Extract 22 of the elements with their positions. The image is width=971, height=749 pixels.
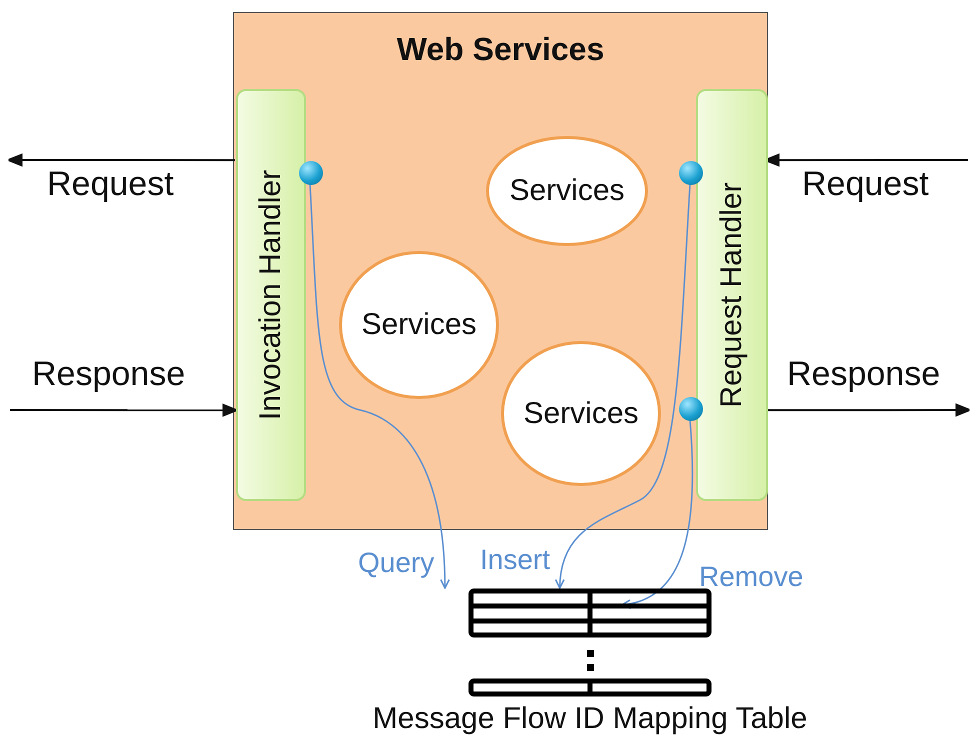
service-label: Services xyxy=(523,396,639,430)
panel-title: Web Services xyxy=(396,31,606,68)
table-caption: Message Flow ID Mapping Table xyxy=(372,702,808,736)
handler-bar xyxy=(236,89,306,501)
edge-label: Remove xyxy=(698,562,804,593)
connector-dot xyxy=(679,161,703,185)
connector-dot xyxy=(679,397,703,421)
arrow xyxy=(621,420,694,608)
edge-label: Query xyxy=(357,548,436,579)
arrow xyxy=(10,404,238,417)
arrow xyxy=(555,184,691,589)
arrow xyxy=(309,184,450,589)
web-services-panel xyxy=(233,12,768,530)
arrow xyxy=(8,153,235,167)
connector-dot xyxy=(299,161,323,185)
handler-bar xyxy=(696,89,768,501)
handler-label: Request Handler xyxy=(715,182,749,408)
arrow xyxy=(767,403,970,417)
handler-label: Invocation Handler xyxy=(254,170,288,420)
service-label: Services xyxy=(361,308,477,342)
service-label: Services xyxy=(509,174,625,208)
edge-label: Insert xyxy=(479,545,552,576)
